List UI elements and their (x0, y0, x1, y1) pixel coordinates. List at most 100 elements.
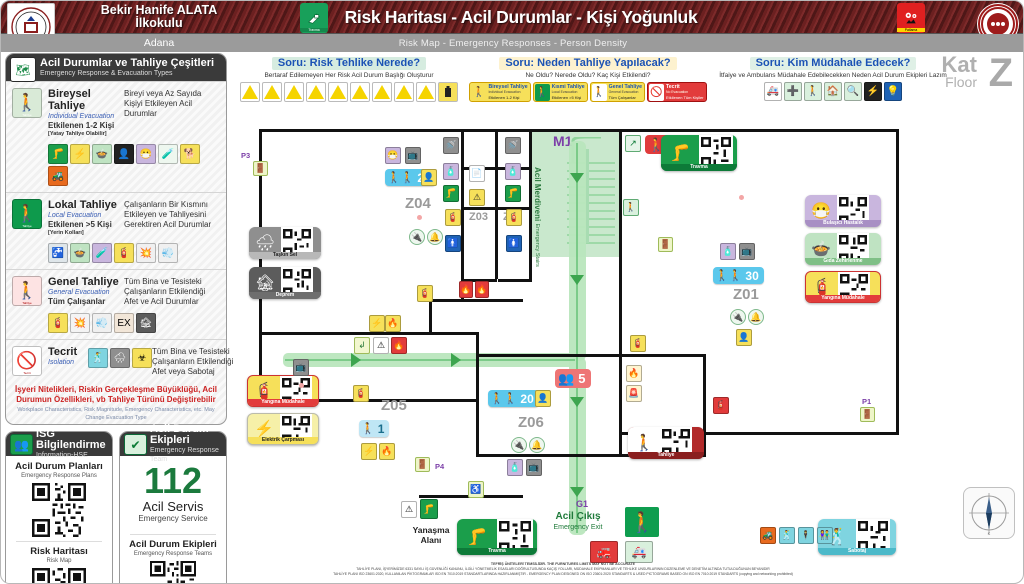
density-value-Z05: 1 (377, 421, 385, 436)
hygiene-icon-1: 🧴 (443, 163, 459, 180)
risk-card-fire-left[interactable]: 🧯 Yangına Müdahale (247, 375, 319, 407)
evac-name: Bireysel Tahliye (48, 88, 91, 112)
wall-right (896, 129, 899, 435)
floor-plan-icon: 🗺 (10, 57, 36, 82)
risk-card-flood[interactable]: 🌧 Taşkın Sel (249, 227, 321, 259)
evacuation-panel-subtitle: Emergency Response & Evacuation Types (40, 69, 173, 77)
chemical-spill-icon: 🧪 (158, 144, 178, 164)
page-title: Risk Haritası - Acil Durumlar - Kişi Yoğ… (344, 7, 698, 27)
flood-icon: 🌧 (254, 235, 276, 252)
hazard-radiation-icon (394, 82, 414, 102)
exit-door-inner[interactable]: 🚪 (658, 237, 673, 252)
question-title-3: Soru: Kim Müdahale Edecek? (755, 57, 911, 69)
main-exit-title: Acil Çıkış (555, 511, 601, 522)
risk-card-earthquake[interactable]: 🏚 Deprem (249, 267, 321, 299)
risk-card-electric[interactable]: ⚡ Elektrik Çarpması (247, 413, 319, 445)
qr-code-emergency-teams[interactable] (150, 561, 196, 583)
emergency-exit-icon: 🚶 (625, 507, 659, 537)
hazard-general-icon (240, 82, 260, 102)
risk-card-fire-right[interactable]: 🧯 Yangına Müdahale (805, 271, 881, 303)
hazard-electric-icon (262, 82, 282, 102)
evac-affected-note-2: [Yerin Kolları] (48, 230, 84, 236)
emergency-number-label-tr: Acil Servis (142, 499, 204, 514)
z06-hygiene-icon: 🧴 (507, 459, 523, 476)
responder-icon-row: 🚑 ➕ 🚶 🏠 🔍 ⚡ 💡 (715, 80, 951, 101)
qr-code-emergency-plans[interactable] (32, 483, 86, 537)
evac-pill-general: 🚶 Genel Tahliye General Evacuation Tüm Ç… (589, 82, 646, 102)
ambulance-icon: 🚑 (764, 82, 782, 101)
question-subtitle-2: Ne Oldu? Nerede Oldu? Kaç Kişi Etkilendi… (525, 72, 651, 79)
wall-wc-split (495, 129, 498, 279)
density-badge-Z05: 🚶 1 (359, 420, 390, 437)
exit-door-P4[interactable]: 🚪 (415, 457, 430, 472)
hazard-slip-icon (284, 82, 304, 102)
exit-door-P3[interactable]: 🚪 (253, 161, 268, 176)
pill-name: Bireysel Tahliye (488, 84, 528, 91)
people-icon-3: 🚶 (361, 423, 375, 435)
evac-chip-row-local: 🚰 🍲 🧪 🧯 💥 💨 (6, 241, 226, 269)
evac-name-en-4: Isolation (48, 359, 75, 366)
qr-code-risk-map[interactable] (32, 568, 86, 583)
wall-stair-left (529, 129, 532, 279)
assembly-trauma-icon: 🦵 (420, 499, 438, 519)
stair-label-en: Emergency Stairs (534, 223, 540, 267)
density-value-Z06: 20 (520, 391, 534, 406)
footer-line-3: TAHLİYE PLANI ISO 23601:2020, KULLANILAN… (333, 572, 793, 576)
zone-label-Z04: Z04 (405, 195, 431, 212)
fire-alarm-icon: 🔔 (427, 229, 443, 245)
fire-hose-icon: 🧯 (713, 397, 729, 414)
z01-projector-icon: 📺 (739, 243, 755, 260)
chemical-icon: 🧪 (92, 243, 112, 263)
wheelchair-icon: ♿ (468, 481, 484, 498)
trauma-icon-caption: Travma (300, 28, 328, 32)
wc-women-icon: 🚺 (506, 235, 522, 252)
exit-label-P4: P4 (435, 462, 445, 471)
assembly-line-2: Alanı (420, 535, 442, 545)
z06-suffocation-icon: 👤 (535, 390, 551, 407)
fire-cabinet-icon-2: 🔥 (475, 281, 489, 298)
wall-z05-top (259, 332, 479, 335)
emergency-team-card: ✔ Acil Durum Ekipleri Emergency Response… (119, 424, 227, 583)
sink-icon-2: 🚿 (505, 137, 521, 154)
evac-type-row-local: 🚶Tahliye Lokal Tahliye Local Evacuation … (6, 192, 226, 241)
school-city: Adana (143, 37, 175, 49)
first-aid-zone-icon-1: 🦵 (443, 185, 459, 202)
risk-card-trauma-bottom[interactable]: 🦵 Travma (457, 519, 537, 555)
assembly-line-1: Yanaşma (412, 525, 450, 535)
food-poisoning-icon-2: 🍲 (70, 243, 90, 263)
risk-card-label-electric: Elektrik Çarpması (248, 437, 318, 444)
fire-cabinet-icon-1: 🔥 (459, 281, 473, 298)
z05-projector-icon: 📺 (293, 359, 309, 376)
floor-plan: Acil Merdiveni Emergency Stairs M1 (233, 107, 1023, 563)
z01-extinguisher-icon: 🧯 (630, 335, 646, 352)
evac-affected-3: Tüm Çalışanlar (48, 297, 106, 306)
exit-door-P1[interactable]: 🚪 (860, 407, 875, 422)
evac-name-en-3: General Evacuation (48, 289, 110, 296)
bottom-rescue-icon-1: 🕺 (779, 527, 795, 544)
trauma-icon-2: 🦵 (670, 145, 690, 162)
floor-label-en: Floor (945, 74, 977, 90)
risk-card-food-poisoning[interactable]: 🍲 Gıda Zehirlenme (805, 233, 881, 265)
pill-name-en-3: General Evacuation (608, 90, 639, 95)
evacuation-note-en: Workplace Characteristics, Risk Magnitud… (17, 407, 215, 421)
pill-name-en: Individual Evacuation (488, 90, 521, 95)
infectious-disease-icon-2: 😷 (811, 203, 831, 220)
risk-card-infectious[interactable]: 😷 Bulaşıcı Hastalık (805, 195, 881, 227)
suffocation-icon: 👤 (114, 144, 134, 164)
evac-pill-local: 🚶 Kısmi Tahliye Local Evacuation Etkilen… (532, 82, 588, 102)
outlet-icon: 🔌 (409, 229, 425, 245)
hazard-icon-row (233, 80, 465, 102)
floor-label-tr: Kat (941, 52, 977, 77)
risk-card-evacuation[interactable]: 🚶 Tahliye (628, 427, 704, 459)
risk-card-label-trauma-top: Travma (661, 164, 737, 171)
pill-name-4: Tecrit (666, 84, 680, 91)
evac-affected-note: [Yatay Tahliye Olabilir] (48, 131, 107, 137)
isg-card-subtitle: Information-HSE (36, 451, 88, 459)
sidebar: 🗺 Acil Durumlar ve Tahliye Çeşitleri Eme… (5, 53, 233, 583)
team-item-title: Acil Durum Ekipleri (129, 539, 217, 550)
isg-card-header: 👥 İSG Bilgilendirme Information-HSE (6, 428, 112, 459)
isg-item-subtitle-1: Emergency Response Plans (21, 473, 97, 479)
risk-card-trauma-top[interactable]: 🦵 Travma (661, 135, 737, 171)
floor-value: Z (988, 51, 1013, 95)
evac-name-4: Tecrit (48, 346, 78, 358)
